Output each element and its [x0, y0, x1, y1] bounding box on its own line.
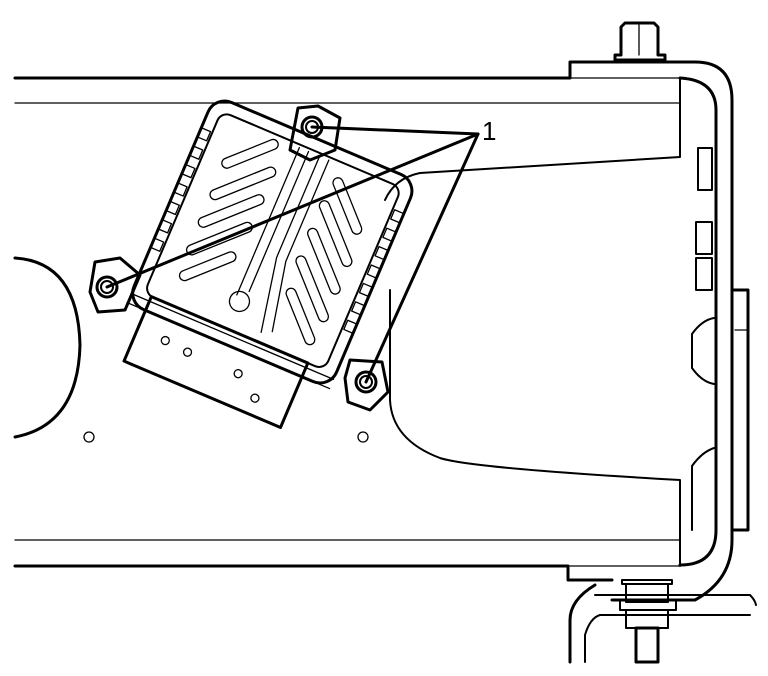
side-bracket — [610, 60, 750, 602]
frame-top-bolt — [613, 21, 667, 62]
ecu-module — [122, 99, 414, 429]
callout-leaders — [105, 125, 480, 384]
mounting-ears — [88, 104, 390, 412]
frame-rail — [13, 60, 681, 582]
lower-bracket — [568, 579, 757, 664]
frame-cutout — [13, 256, 82, 439]
frame-holes — [83, 431, 369, 443]
callout-label-1: 1 — [482, 116, 497, 146]
